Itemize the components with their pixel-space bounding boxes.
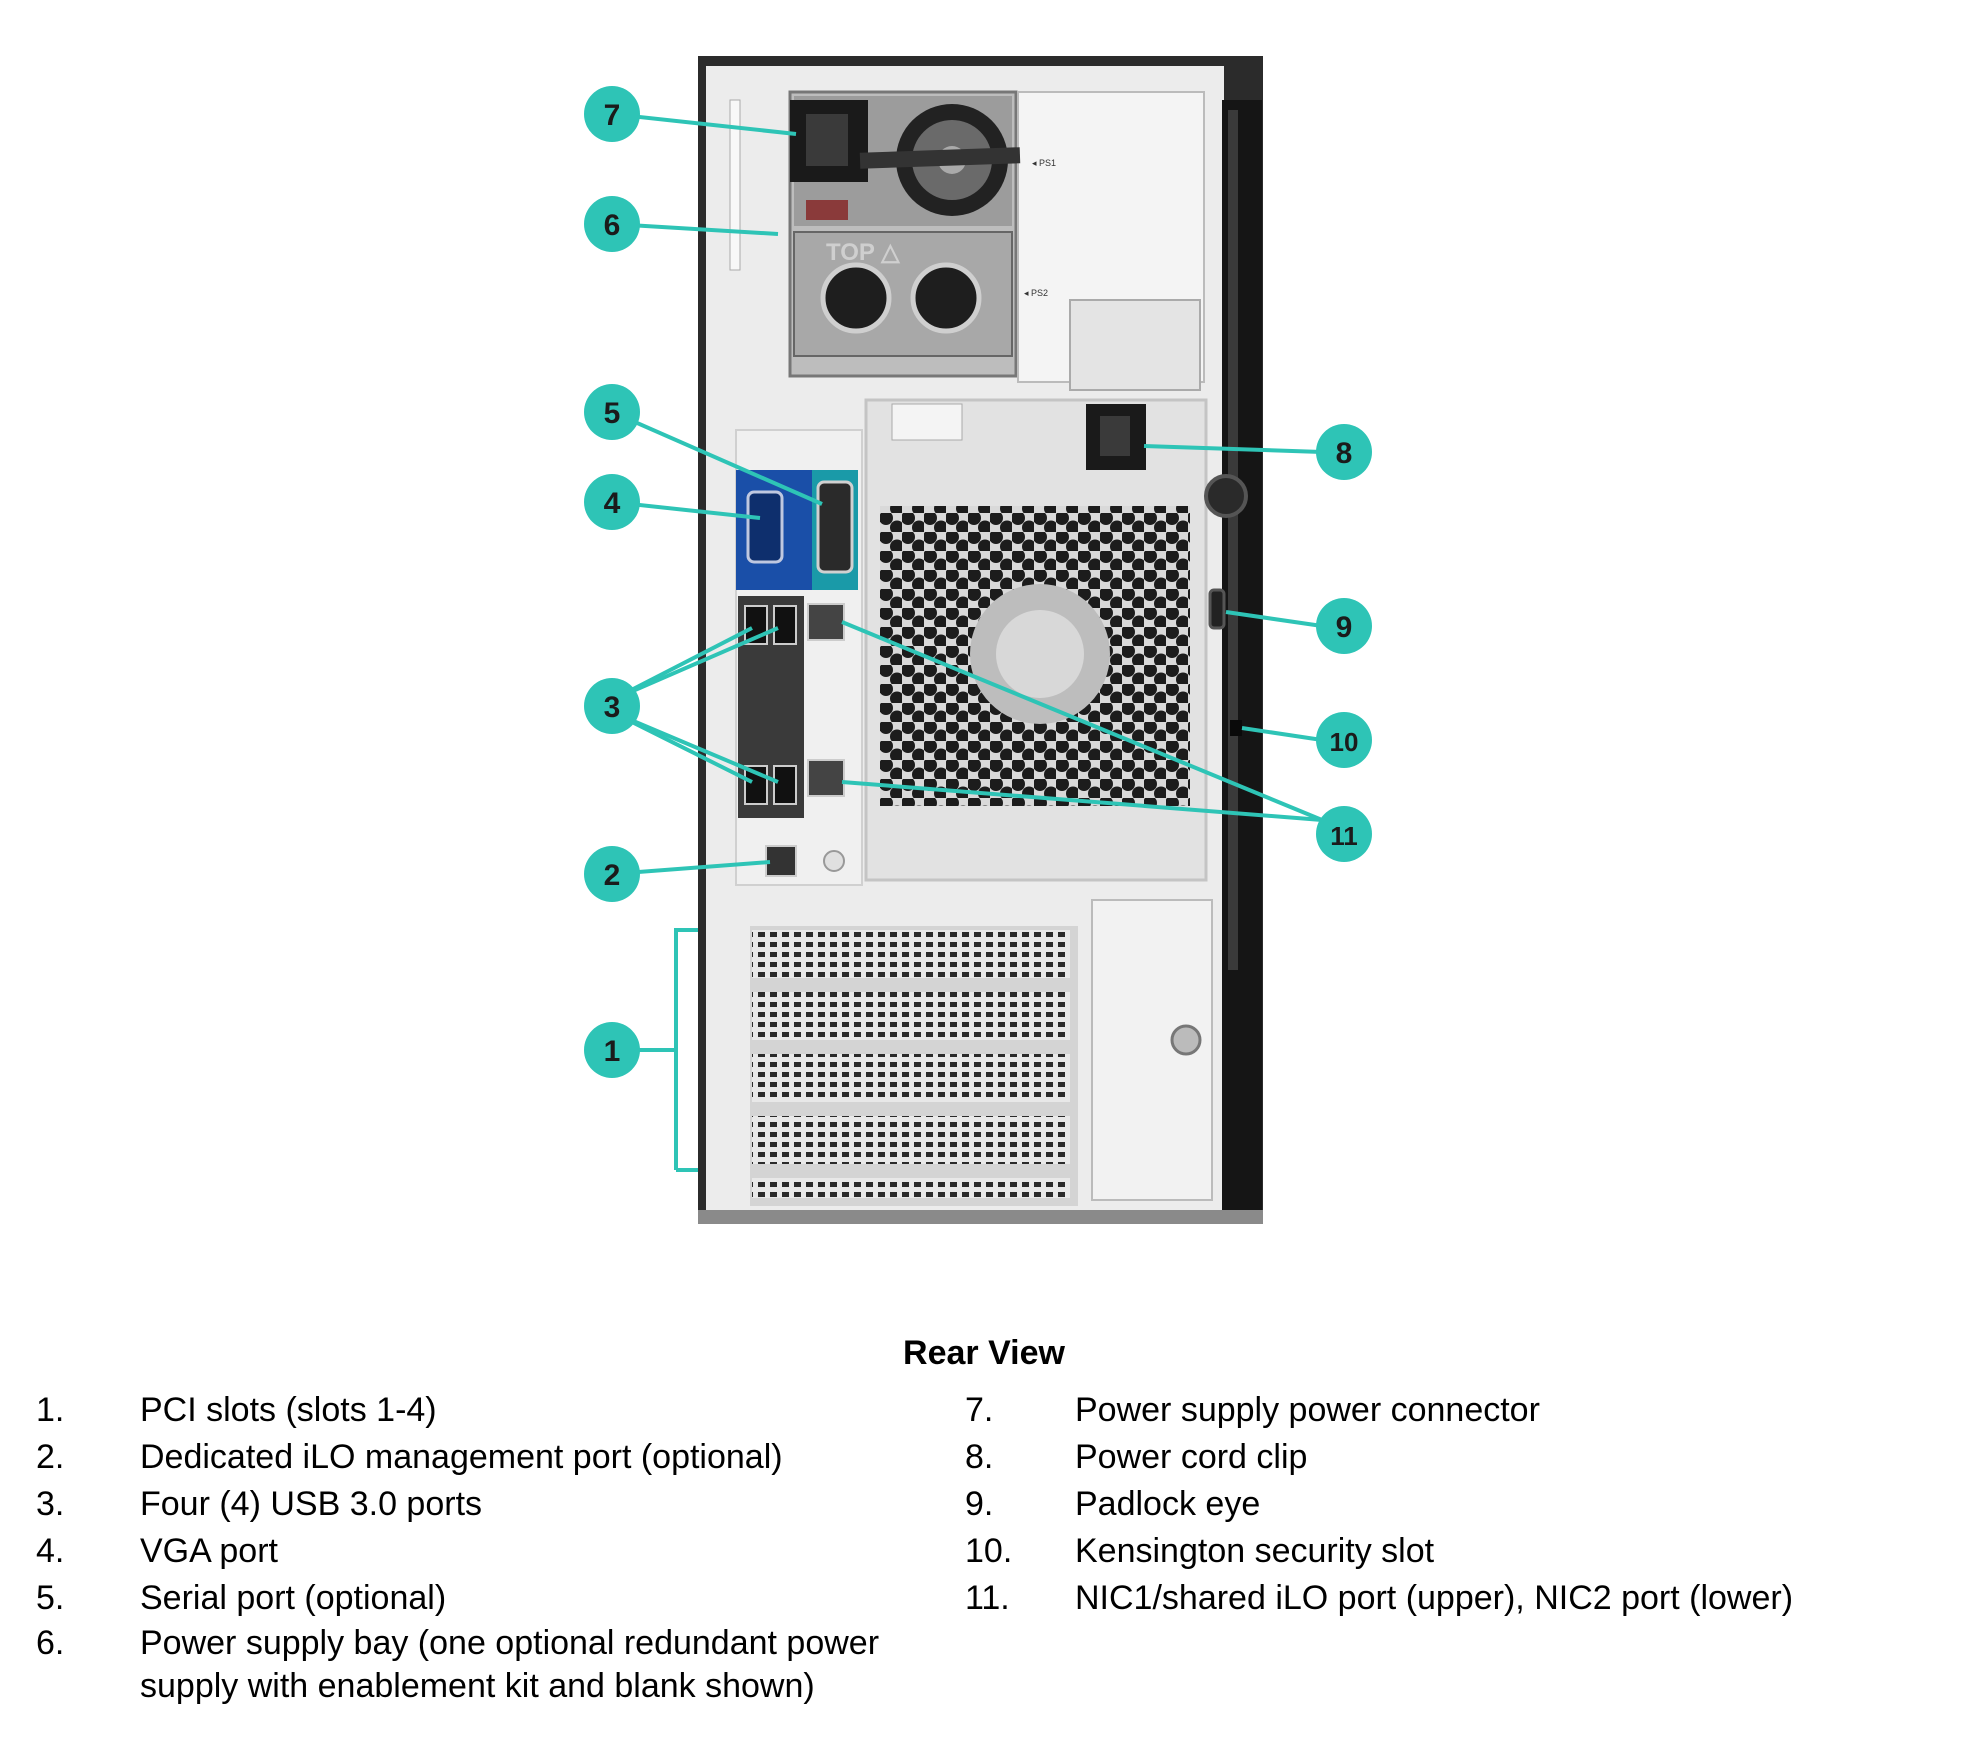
legend-item-3: 3.Four (4) USB 3.0 ports [36, 1485, 483, 1523]
svg-text:2: 2 [604, 859, 621, 892]
callout-badge-3: 3 [584, 678, 640, 734]
leader-7 [611, 112, 797, 136]
dedicated-ilo-port[interactable] [765, 845, 797, 877]
legend-item-11: 11.NIC1/shared iLO port (upper), NIC2 po… [965, 1579, 1794, 1617]
leader-3d [611, 710, 779, 784]
psu-top-label: TOP △ [826, 239, 901, 266]
diagram-caption: Rear View [903, 1334, 1065, 1372]
svg-text:1: 1 [604, 1035, 621, 1068]
svg-text:4: 4 [604, 487, 621, 520]
callout-badge-9: 9 [1316, 598, 1372, 654]
pci-slot-2[interactable] [752, 1054, 1070, 1102]
power-supply-1 [790, 96, 1021, 226]
leader-11a [841, 620, 1323, 822]
legend-right: 7.Power supply power connector 8.Power c… [965, 1387, 1915, 1622]
leader-1 [612, 928, 698, 1052]
usb-port-4[interactable] [773, 765, 797, 805]
leader-3b [611, 626, 779, 702]
pci-slots [750, 899, 1213, 1206]
kensington-security-slot[interactable] [1230, 720, 1242, 736]
svg-text:5: 5 [604, 397, 621, 430]
padlock-eye[interactable] [1208, 588, 1226, 630]
legend-item-6: 6.Power supply bay (one optional redunda… [36, 1624, 880, 1705]
callout-badge-6: 6 [584, 196, 640, 252]
legend-item-1: 1.PCI slots (slots 1-4) [36, 1391, 437, 1429]
legend-item-5: 5.Serial port (optional) [36, 1579, 447, 1617]
power-supply-2-blank: TOP △ [793, 231, 1013, 357]
leader-5 [611, 410, 823, 506]
ps1-label: ◂ PS1 [1032, 158, 1056, 168]
legend-item-4: 4.VGA port [36, 1532, 278, 1570]
legend-item-9: 9.Padlock eye [965, 1485, 1261, 1523]
legend-item-8: 8.Power cord clip [965, 1438, 1308, 1476]
svg-text:11: 11 [1330, 821, 1358, 851]
callout-badge-1: 1 [584, 1022, 640, 1078]
callout-badge-8: 8 [1316, 424, 1372, 480]
callout-badge-2: 2 [584, 846, 640, 902]
callout-badge-7: 7 [584, 86, 640, 142]
io-panel [735, 429, 863, 886]
leader-8 [1143, 444, 1323, 454]
leader-11b [841, 780, 1323, 822]
svg-text:8: 8 [1336, 437, 1353, 470]
pci-slot-3[interactable] [752, 992, 1070, 1040]
callout-badge-4: 4 [584, 474, 640, 530]
svg-text:9: 9 [1336, 611, 1353, 644]
nic1-port[interactable] [807, 603, 845, 641]
power-supply-bay: TOP △ ◂ PS1 ◂ PS2 [729, 90, 1205, 391]
leader-10 [1241, 726, 1323, 742]
callout-badge-10: 10 [1316, 712, 1372, 768]
pci-slot-1[interactable] [752, 1116, 1070, 1164]
svg-text:7: 7 [604, 99, 621, 132]
serial-port[interactable] [816, 480, 854, 574]
vga-port[interactable] [746, 490, 784, 564]
svg-text:6: 6 [604, 209, 621, 242]
svg-text:3: 3 [604, 691, 621, 724]
callout-badges: 7 6 5 4 3 2 1 8 9 10 11 [584, 86, 1372, 1078]
svg-text:10: 10 [1330, 727, 1359, 757]
pci-slot-4[interactable] [752, 930, 1070, 978]
legend-left: 1.PCI slots (slots 1-4) 2.Dedicated iLO … [36, 1387, 956, 1708]
legend-item-2: 2.Dedicated iLO management port (optiona… [36, 1438, 783, 1476]
leader-9 [1225, 610, 1323, 628]
nic2-port[interactable] [807, 759, 845, 797]
legend-item-10: 10.Kensington security slot [965, 1532, 1435, 1570]
callout-badge-5: 5 [584, 384, 640, 440]
ps2-label: ◂ PS2 [1024, 288, 1048, 298]
callout-badge-11: 11 [1316, 806, 1372, 862]
legend-item-7: 7.Power supply power connector [965, 1391, 1540, 1429]
usb-port-2[interactable] [773, 605, 797, 645]
server-rear-view-diagram: TOP △ ◂ PS1 ◂ PS2 [584, 56, 1372, 1224]
